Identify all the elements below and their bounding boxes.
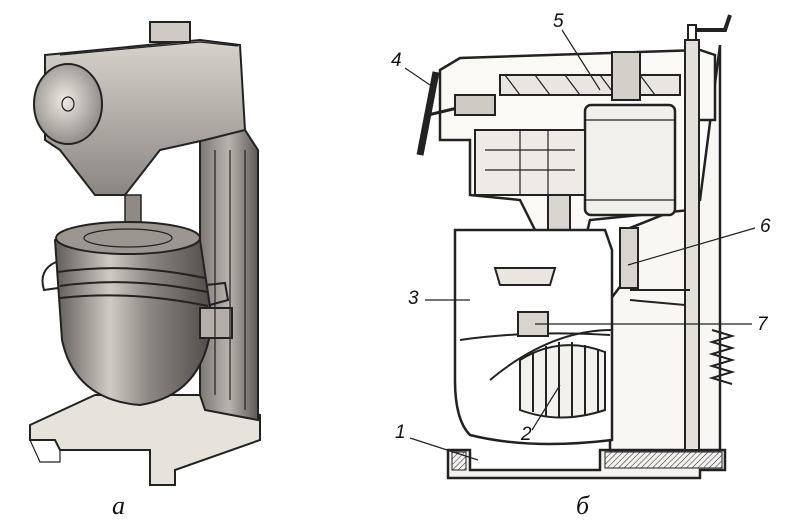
callout-7: 7 [757,314,769,335]
callout-5: 5 [553,11,564,32]
gearbox [474,129,586,196]
callout-3: 3 [408,288,419,309]
bowl-wall-section [493,267,557,286]
lift-spring [708,329,736,385]
spindle [124,194,142,226]
callout-2: 2 [520,424,532,445]
pulley-disc [33,63,103,145]
lift-screw [684,39,700,451]
bowl-handle-left [41,261,59,292]
beater [519,342,606,419]
handwheel [416,71,496,156]
bowl-clamp [199,307,233,339]
bowl-support [517,311,549,337]
mixer-external-view: а [29,21,261,520]
motor [583,103,677,217]
locking-lever [619,227,639,289]
callout-4: 4 [391,50,402,71]
mixer-section-view: 1 2 3 4 5 6 7 б [391,11,771,520]
callout-1: 1 [395,422,406,443]
upper-pulley [499,51,681,101]
callout-6: 6 [760,216,771,237]
caption-panel-a: а [112,491,125,520]
caption-panel-b: б [576,491,590,520]
top-cap [149,21,191,43]
bowl-rim [55,221,201,255]
mixer-column [199,129,259,422]
